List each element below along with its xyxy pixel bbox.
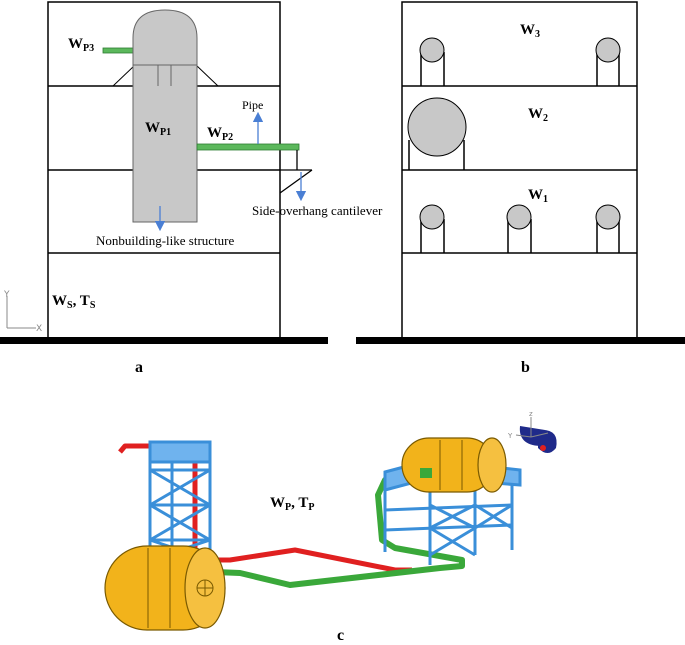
panel-b: W3 W2 W1 b <box>356 1 685 376</box>
label-nonbuilding: Nonbuilding-like structure <box>96 233 235 248</box>
axis-glyph: Y X <box>3 290 42 334</box>
axis-x-label: X <box>36 324 42 334</box>
triad-z-label: z <box>529 410 533 418</box>
label-ws-ts: WS, TS <box>52 293 96 311</box>
tank-bottom-center <box>506 204 532 253</box>
tank-middle <box>407 97 467 170</box>
vessel-wp1 <box>132 9 198 223</box>
ground-b <box>356 337 685 344</box>
panel-a-label: a <box>135 359 143 376</box>
label-side-overhang: Side-overhang cantilever <box>252 203 383 218</box>
cantilever-diag <box>279 169 313 194</box>
tank-top-left <box>419 37 445 86</box>
label-wp3: WP3 <box>68 36 94 54</box>
label-pipe: Pipe <box>242 98 263 112</box>
panel-c: WP, TP z Y c <box>104 410 557 644</box>
label-wp1: WP1 <box>145 120 171 138</box>
pipe-wp2 <box>196 143 300 151</box>
label-w1: W1 <box>528 187 548 205</box>
label-w3: W3 <box>520 22 540 40</box>
label-w2: W2 <box>528 106 548 124</box>
panel-c-label: c <box>337 627 344 644</box>
left-vessel <box>104 545 226 631</box>
orientation-triad-icon: z Y <box>507 410 557 453</box>
tank-bottom-right <box>595 204 621 253</box>
ground-a <box>0 337 328 344</box>
label-wp2: WP2 <box>207 125 233 143</box>
red-pipe-lower <box>195 547 412 573</box>
panel-b-label: b <box>521 359 530 376</box>
axis-y-label: Y <box>3 290 10 300</box>
tank-top-right <box>595 37 621 86</box>
pipe-wp3 <box>102 47 136 54</box>
label-wp-tp: WP, TP <box>270 495 314 513</box>
triad-y-label: Y <box>507 432 513 440</box>
left-tower <box>148 440 212 562</box>
tank-bottom-left <box>419 204 445 253</box>
right-vessel <box>401 437 507 493</box>
skirt-right <box>195 64 219 87</box>
skirt-left <box>112 64 136 87</box>
panel-a: WP3 WP1 WP2 Pipe Side-overhang cantileve… <box>0 1 383 376</box>
